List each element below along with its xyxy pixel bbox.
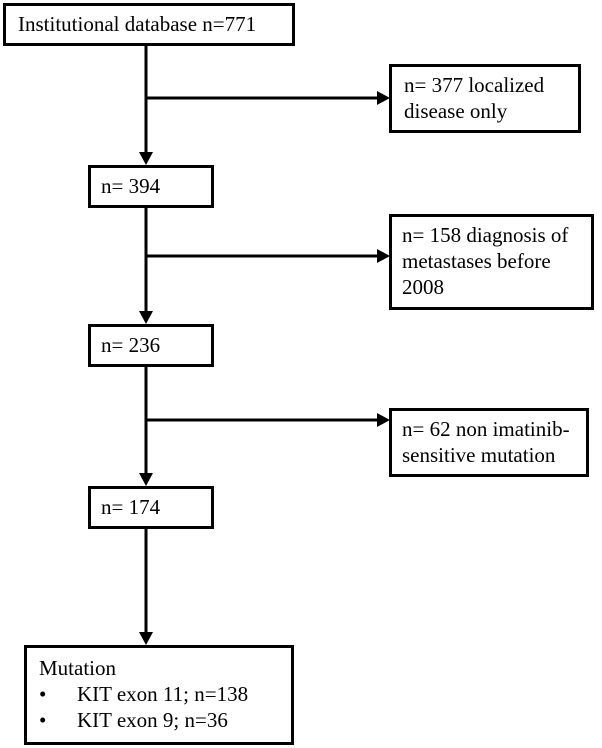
exclusion3-line-1: n= 62 non imatinib- (402, 417, 570, 441)
arrowhead-right-2 (377, 249, 390, 263)
mutation-box: Mutation • KIT exon 11; n=138 • KIT exon… (24, 645, 294, 745)
step1-box-label: n= 394 (101, 174, 161, 198)
database-box: Institutional database n=771 (3, 3, 295, 46)
arrowhead-right-1 (377, 91, 390, 105)
arrowhead-down-4 (139, 632, 153, 645)
mutation-item: • KIT exon 9; n=36 (39, 707, 291, 733)
mutation-item-label: KIT exon 11; n=138 (77, 682, 249, 706)
bullet-glyph: • (39, 708, 47, 732)
exclusion1-line-1: n= 377 localized (404, 73, 545, 97)
exclusion3-box: n= 62 non imatinib- sensitive mutation (389, 408, 589, 477)
exclusion2-line-2: metastases before (402, 249, 551, 273)
step3-box-label: n= 174 (101, 495, 161, 519)
exclusion3-line-2: sensitive mutation (402, 443, 556, 467)
exclusion2-box: n= 158 diagnosis of metastases before 20… (389, 214, 594, 310)
exclusion2-line-1: n= 158 diagnosis of (402, 223, 569, 247)
mutation-item: • KIT exon 11; n=138 (39, 681, 291, 707)
mutation-item-label: KIT exon 9; n=36 (77, 708, 228, 732)
bullet-glyph: • (39, 682, 47, 706)
arrowhead-right-3 (377, 413, 390, 427)
step2-box-label: n= 236 (101, 333, 161, 357)
step3-box: n= 174 (88, 486, 214, 529)
exclusion2-line-3: 2008 (402, 275, 444, 299)
database-box-label: Institutional database n=771 (18, 12, 257, 36)
arrowhead-down-2 (139, 311, 153, 324)
exclusion1-box: n= 377 localized disease only (389, 64, 581, 133)
mutation-title: Mutation (39, 656, 116, 680)
step1-box: n= 394 (88, 165, 214, 208)
exclusion1-line-2: disease only (404, 99, 508, 123)
step2-box: n= 236 (88, 324, 214, 367)
arrowhead-down-1 (139, 152, 153, 165)
arrowhead-down-3 (139, 473, 153, 486)
